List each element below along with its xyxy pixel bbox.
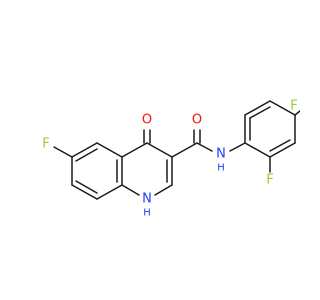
structure-diagram: F O O N H N H F F (42, 99, 300, 219)
bond (71, 142, 98, 158)
bond (75, 180, 98, 194)
atom-label-layer: F O O N H N H F F (42, 99, 297, 219)
bond (244, 100, 271, 116)
bond (53, 146, 73, 158)
bond (294, 110, 300, 116)
bond (146, 142, 173, 158)
amide-hydrogen-atom-label: H (217, 163, 225, 174)
amide-nitrogen-atom-label: N (216, 147, 226, 162)
ring-hydrogen-atom-label: H (143, 208, 151, 219)
bond (121, 184, 140, 196)
bond (171, 142, 198, 158)
bond (154, 184, 173, 196)
keto-oxygen-atom-label: O (142, 113, 152, 128)
molecule-canvas: F O O N H N H F F (42, 98, 300, 219)
fluorine-atom-label: F (42, 137, 49, 152)
bond (269, 139, 291, 152)
ortho-fluorine-atom-label: F (290, 99, 297, 114)
ring-nitrogen-atom-label: N (142, 192, 152, 207)
amide-oxygen-atom-label: O (192, 113, 202, 128)
bond (269, 100, 296, 116)
bond (269, 142, 296, 158)
bond-layer (53, 100, 300, 200)
bond (71, 184, 98, 200)
bond (121, 142, 148, 158)
bond (96, 184, 123, 200)
bond (196, 142, 213, 152)
bond (249, 106, 271, 119)
bond (75, 148, 98, 162)
bond (96, 142, 123, 158)
bond (244, 142, 271, 158)
para-fluorine-atom-label: F (266, 173, 273, 188)
bond (229, 142, 246, 152)
